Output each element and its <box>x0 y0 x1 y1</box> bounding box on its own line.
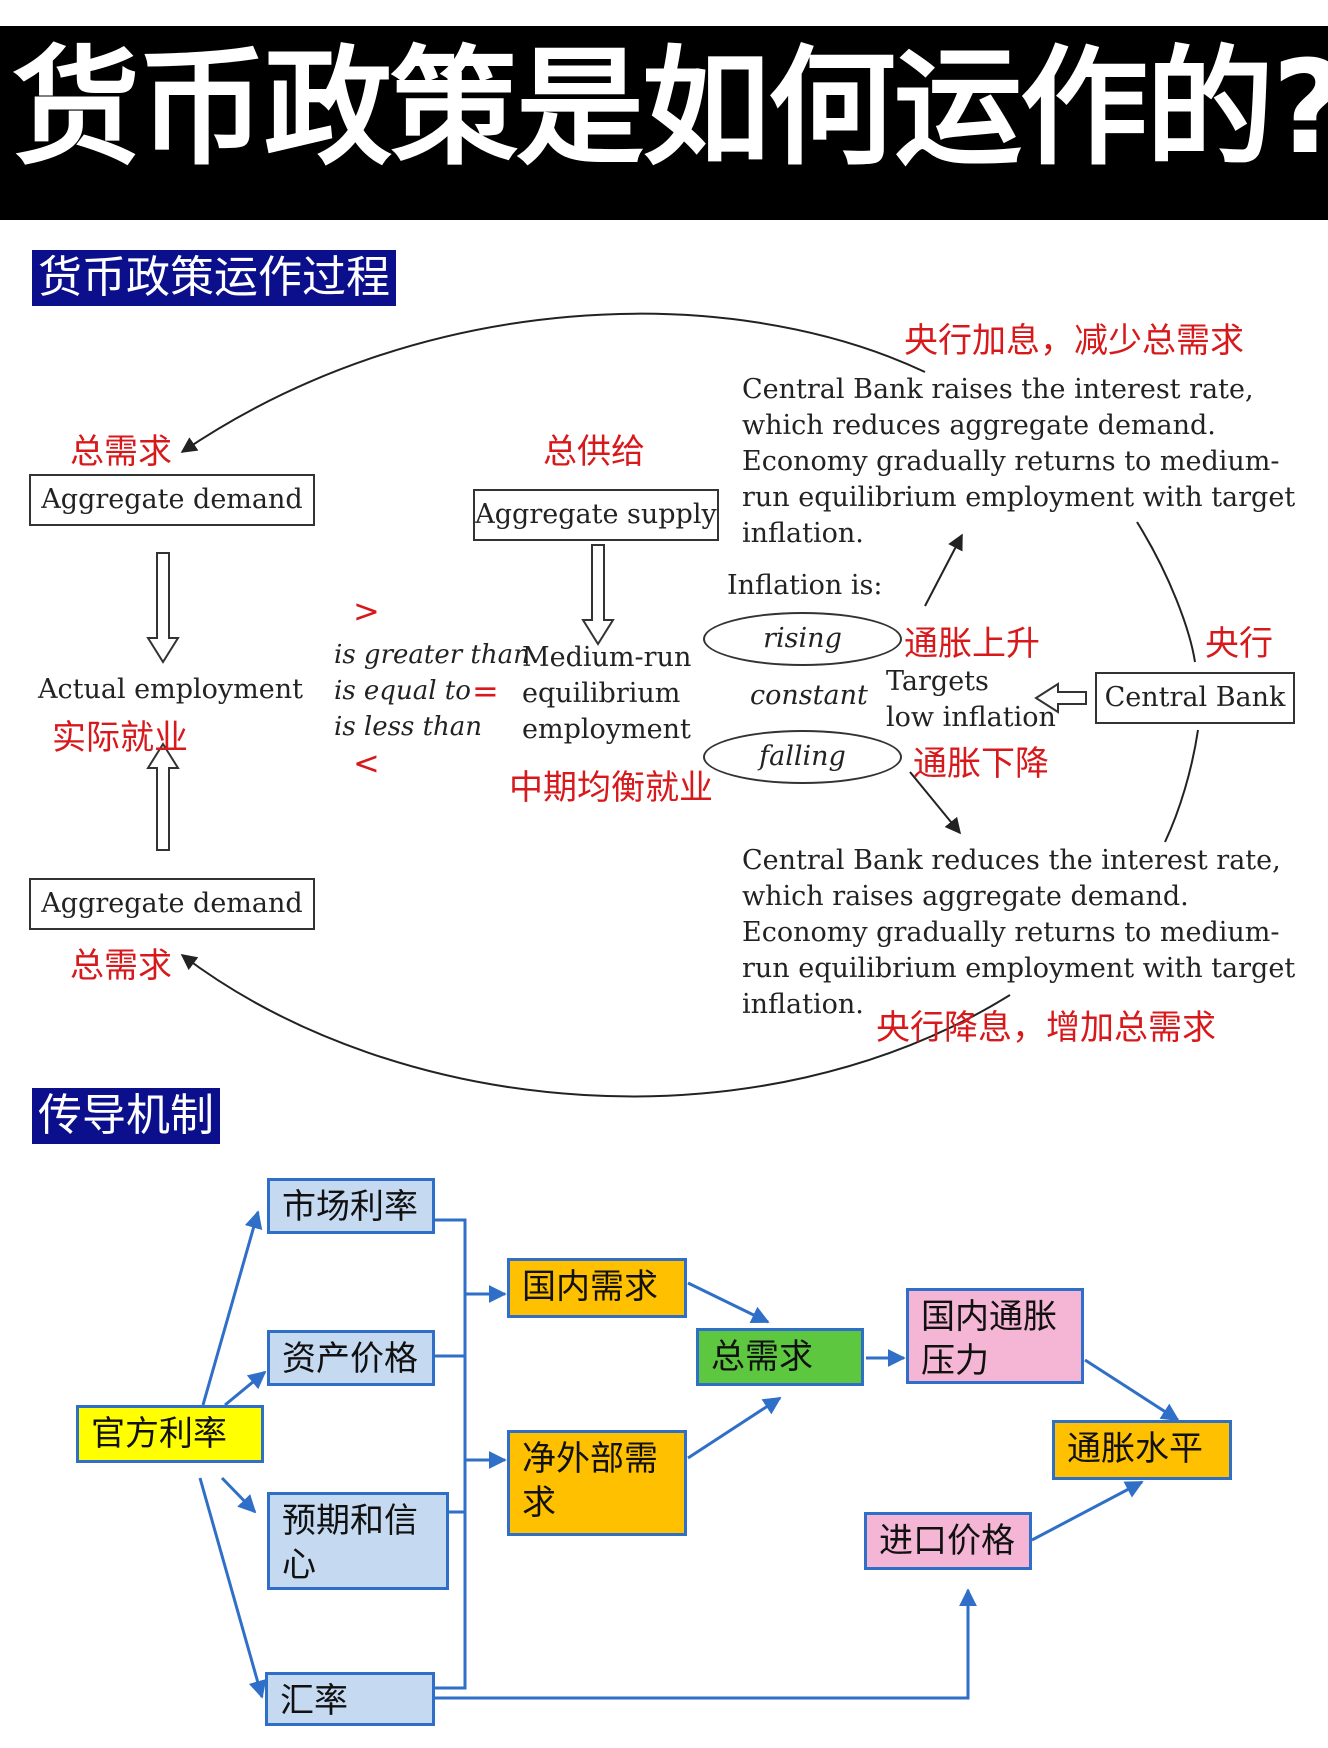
rising-ellipse: rising <box>703 612 902 666</box>
medium-run-line-2: equilibrium <box>522 678 681 709</box>
actual-employment-label: Actual employment <box>38 674 304 705</box>
targets-line-2: low inflation <box>886 702 1056 733</box>
falling-ellipse: falling <box>703 730 902 784</box>
expectations-box: 预期和信心 <box>267 1492 449 1590</box>
official-rate-box: 官方利率 <box>76 1405 264 1463</box>
gt-symbol: > <box>353 592 380 630</box>
medium-run-label: Medium-run equilibrium employment <box>522 640 691 748</box>
hollow-arrow-cb <box>1034 682 1087 714</box>
hollow-arrow-ad-bottom <box>146 742 180 851</box>
aggregate-demand-bottom-box: Aggregate demand <box>29 878 315 930</box>
arc-bottom <box>180 954 1011 1098</box>
page-title: 货币政策是如何运作的? <box>12 34 1328 183</box>
domestic-inflation-pressure-box: 国内通胀压力 <box>906 1288 1084 1384</box>
reduce-line-2: which raises aggregate demand. <box>742 881 1189 912</box>
arrow-dd-to-agg <box>687 1281 770 1324</box>
reduce-text: Central Bank reduces the interest rate, … <box>742 843 1295 1023</box>
reduce-zh-caption: 央行降息，增加总需求 <box>876 1008 1216 1048</box>
arrow-ne-to-agg <box>687 1396 782 1460</box>
medium-run-line-3: employment <box>522 714 691 745</box>
falling-zh: 通胀下降 <box>913 744 1049 784</box>
eq-symbol: = <box>472 672 499 710</box>
inflation-level-box: 通胀水平 <box>1052 1420 1232 1480</box>
medium-run-zh: 中期均衡就业 <box>509 768 713 808</box>
central-bank-box: Central Bank <box>1095 672 1295 724</box>
reduce-line-3: Economy gradually returns to medium- <box>742 917 1280 948</box>
aggregate-demand-box: 总需求 <box>696 1328 864 1386</box>
aggregate-supply-box: Aggregate supply <box>473 489 719 541</box>
hollow-arrow-as <box>581 544 615 646</box>
arrow-pressure-to-level <box>1084 1358 1180 1422</box>
arrow-to-asset-price <box>224 1370 267 1407</box>
gt-text: is greater than <box>334 640 530 670</box>
central-bank-zh: 央行 <box>1205 624 1273 664</box>
arc-right-bottom <box>1164 729 1199 843</box>
raise-line-3: Economy gradually returns to medium- <box>742 446 1280 477</box>
asset-price-box: 资产价格 <box>267 1330 435 1386</box>
targets-line-1: Targets <box>886 666 989 697</box>
raise-line-2: which reduces aggregate demand. <box>742 410 1216 441</box>
hollow-arrow-ad-top <box>146 552 180 664</box>
arrow-exchange-to-import <box>434 1588 977 1700</box>
import-price-box: 进口价格 <box>864 1512 1032 1570</box>
arc-right-top <box>1136 521 1196 663</box>
raise-line-5: inflation. <box>742 518 864 549</box>
raise-text: Central Bank raises the interest rate, w… <box>742 372 1295 552</box>
arrow-to-market-rate <box>201 1210 263 1406</box>
raise-line-4: run equilibrium employment with target <box>742 482 1296 513</box>
title-banner <box>0 26 1328 220</box>
domestic-demand-box: 国内需求 <box>507 1258 687 1318</box>
ad-bottom-zh: 总需求 <box>70 946 172 986</box>
lt-symbol: < <box>353 744 380 782</box>
lt-text: is less than <box>334 712 483 742</box>
arc-top <box>180 312 926 453</box>
raise-line-1: Central Bank raises the interest rate, <box>742 374 1254 405</box>
reduce-line-1: Central Bank reduces the interest rate, <box>742 845 1281 876</box>
targets-label: Targets low inflation <box>886 664 1056 736</box>
inflation-heading: Inflation is: <box>727 570 883 601</box>
rising-zh: 通胀上升 <box>904 624 1040 664</box>
reduce-line-5: inflation. <box>742 989 864 1020</box>
raise-zh-caption: 央行加息，减少总需求 <box>904 321 1244 361</box>
arrow-to-expectations <box>220 1476 257 1514</box>
net-external-demand-box: 净外部需求 <box>507 1430 687 1536</box>
as-zh: 总供给 <box>543 432 645 472</box>
arrow-to-exchange-rate <box>198 1477 267 1699</box>
bus-market <box>434 1218 467 1690</box>
arrow-import-to-level <box>1031 1480 1144 1542</box>
section-tag-process: 货币政策运作过程 <box>32 250 396 306</box>
exchange-rate-box: 汇率 <box>265 1672 435 1726</box>
arrow-falling <box>909 771 962 835</box>
arrow-rising <box>924 533 963 607</box>
constant-label: constant <box>750 680 868 711</box>
reduce-line-4: run equilibrium employment with target <box>742 953 1296 984</box>
ad-top-zh: 总需求 <box>70 432 172 472</box>
medium-run-line-1: Medium-run <box>522 642 692 673</box>
market-rate-box: 市场利率 <box>267 1178 435 1234</box>
eq-text: is equal to <box>334 676 471 706</box>
actual-employment-zh: 实际就业 <box>52 718 188 758</box>
aggregate-demand-top-box: Aggregate demand <box>29 474 315 526</box>
section-tag-transmission: 传导机制 <box>32 1088 220 1144</box>
